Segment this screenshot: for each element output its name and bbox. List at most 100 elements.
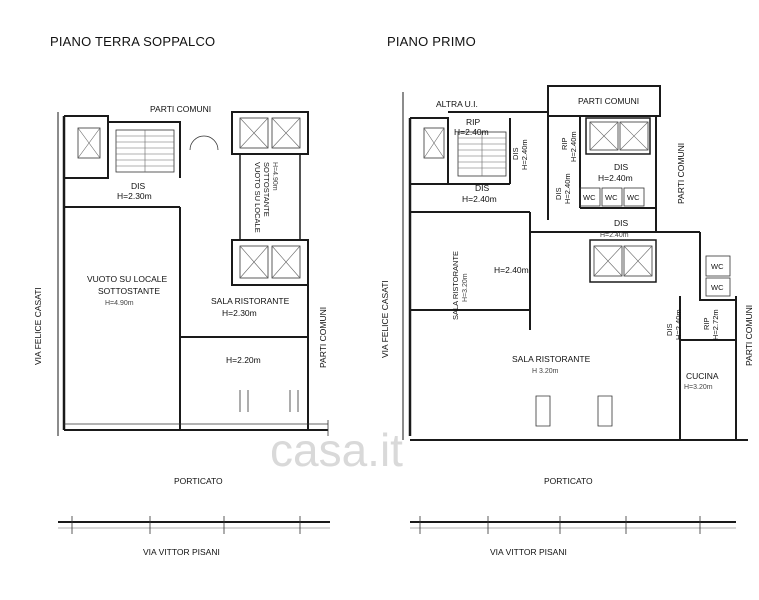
right-dis-a-height: H=2.40m (520, 139, 529, 170)
left-void-vertical-line2: SOTTOSTANTE (262, 162, 271, 217)
right-rip-top-height: H=2.40m (454, 127, 489, 137)
left-porticato: PORTICATO (174, 476, 223, 486)
right-porticato: PORTICATO (544, 476, 593, 486)
left-parti-comuni-side: PARTI COMUNI (318, 307, 328, 368)
left-void-vertical-height: H=4.90m (271, 162, 278, 191)
right-lift-3-cross (593, 245, 623, 277)
right-columns (419, 516, 701, 534)
right-rip-small: RIP (702, 317, 711, 330)
right-lift-1 (589, 121, 619, 151)
right-dis-c: DIS (614, 162, 629, 172)
left-lift-3 (239, 245, 269, 279)
right-altra-ui: ALTRA U.I. (436, 99, 478, 109)
title-piano-primo: PIANO PRIMO (387, 34, 476, 49)
right-dis-a: DIS (511, 147, 520, 160)
right-dis-b: DIS (554, 187, 563, 200)
right-rip-side-height: H=2.40m (569, 131, 578, 162)
left-via-felice-casati: VIA FELICE CASATI (33, 287, 43, 365)
right-duct-cross (423, 127, 445, 159)
right-lift-box-top (585, 117, 651, 155)
right-parti-comuni-top: PARTI COMUNI (578, 96, 639, 106)
left-vuoto-line1: VUOTO SU LOCALE (87, 274, 167, 284)
right-rip-side: RIP (560, 137, 569, 150)
right-wc-label-5: WC (711, 283, 724, 292)
right-dis-d-height: H=2.40m (600, 232, 629, 239)
right-dis-main-height: H=2.40m (462, 194, 497, 204)
right-sala-label: SALA RISTORANTE (512, 354, 591, 364)
right-rip-top: RIP (466, 117, 481, 127)
left-sala-height: H=2.30m (222, 308, 257, 318)
right-lift-3 (593, 245, 623, 277)
right-dis-c-height: H=2.40m (598, 173, 633, 183)
right-lift-2 (619, 121, 649, 151)
right-wc-5 (705, 277, 731, 297)
right-via-felice-group: VIA FELICE CASATI (380, 280, 390, 358)
left-lift-1-cross (239, 117, 269, 149)
right-wc-3 (623, 187, 645, 207)
left-via-vittor-pisani: VIA VITTOR PISANI (143, 547, 220, 557)
watermark: casa.it (270, 424, 403, 476)
left-sala-label: SALA RISTORANTE (211, 296, 290, 306)
right-dis-b-group: DIS H=2.40m (554, 173, 572, 204)
left-room-height: H=2.20m (226, 355, 261, 365)
right-cucina: CUCINA (686, 371, 719, 381)
left-lift-2 (271, 117, 301, 149)
right-plan: ALTRA U.I. PARTI COMUNI RIP H=2.40m DIS … (380, 85, 754, 557)
right-rip-small-group: RIP H=2.72m (702, 309, 720, 340)
right-wc-label-2: WC (605, 193, 618, 202)
left-via-felice-group: VIA FELICE CASATI (33, 287, 43, 365)
right-wc-label-3: WC (627, 193, 640, 202)
right-dis-e-group: DIS H=2.40m (665, 309, 683, 340)
right-lift-box-bottom (589, 239, 657, 283)
left-duct-cross (77, 127, 101, 159)
left-lift-4 (271, 245, 301, 279)
left-lift-box-top (231, 111, 309, 155)
right-lift-4 (623, 245, 653, 277)
right-dis-e: DIS (665, 323, 674, 336)
right-parti-comuni-side-a: PARTI COMUNI (676, 143, 686, 204)
right-duct (423, 127, 445, 159)
left-stair-room (64, 115, 109, 179)
right-lift-2-cross (619, 121, 649, 151)
right-dis-d: DIS (614, 218, 629, 228)
right-dis-main: DIS (475, 183, 490, 193)
left-vuoto-line2: SOTTOSTANTE (98, 286, 160, 296)
right-dis-b-height: H=2.40m (563, 173, 572, 204)
right-sala-height: H 3.20m (532, 368, 559, 375)
title-piano-terra-soppalco: PIANO TERRA SOPPALCO (50, 34, 215, 49)
right-wc-label-1: WC (583, 193, 596, 202)
left-columns (71, 516, 301, 534)
left-void-vertical-label: VUOTO SU LOCALE SOTTOSTANTE H=4.90m (253, 162, 278, 233)
left-duct (77, 127, 101, 159)
left-vuoto-height: H=4.90m (105, 300, 134, 307)
right-sala-vertical-group: SALA RISTORANTE H=3.20m (451, 251, 469, 320)
right-rip-side-group: RIP H=2.40m (560, 131, 578, 162)
right-stair-steps (458, 132, 506, 176)
left-top-wall (108, 121, 181, 178)
right-wc-4 (705, 255, 731, 277)
left-plan: PARTI COMUNI DIS H=2.30m VUOTO SU LOCALE… (33, 104, 330, 557)
right-parti-comuni-box (547, 85, 661, 117)
left-lift-4-cross (271, 245, 301, 279)
right-wc-2 (601, 187, 623, 207)
left-dis-label: DIS (131, 181, 146, 191)
left-dis-height: H=2.30m (117, 191, 152, 201)
right-lift-4-cross (623, 245, 653, 277)
right-wc-1 (579, 187, 601, 207)
left-void-vertical-line1: VUOTO SU LOCALE (253, 162, 262, 233)
right-rip-small-height: H=2.72m (711, 309, 720, 340)
left-spiral-stair (189, 135, 219, 151)
right-parti-comuni-side-b: PARTI COMUNI (744, 305, 754, 366)
right-wc-east (699, 232, 736, 301)
right-via-vittor-pisani: VIA VITTOR PISANI (490, 547, 567, 557)
left-facade-line (64, 420, 329, 436)
right-openings (535, 395, 613, 427)
right-dis-wall (448, 118, 511, 185)
left-lift-box-bottom (231, 239, 309, 286)
left-openings (239, 390, 299, 412)
right-stair-room (410, 117, 449, 185)
right-wc-label-4: WC (711, 262, 724, 271)
right-sala-vertical-height: H=3.20m (462, 273, 469, 302)
left-lift-1 (239, 117, 269, 149)
